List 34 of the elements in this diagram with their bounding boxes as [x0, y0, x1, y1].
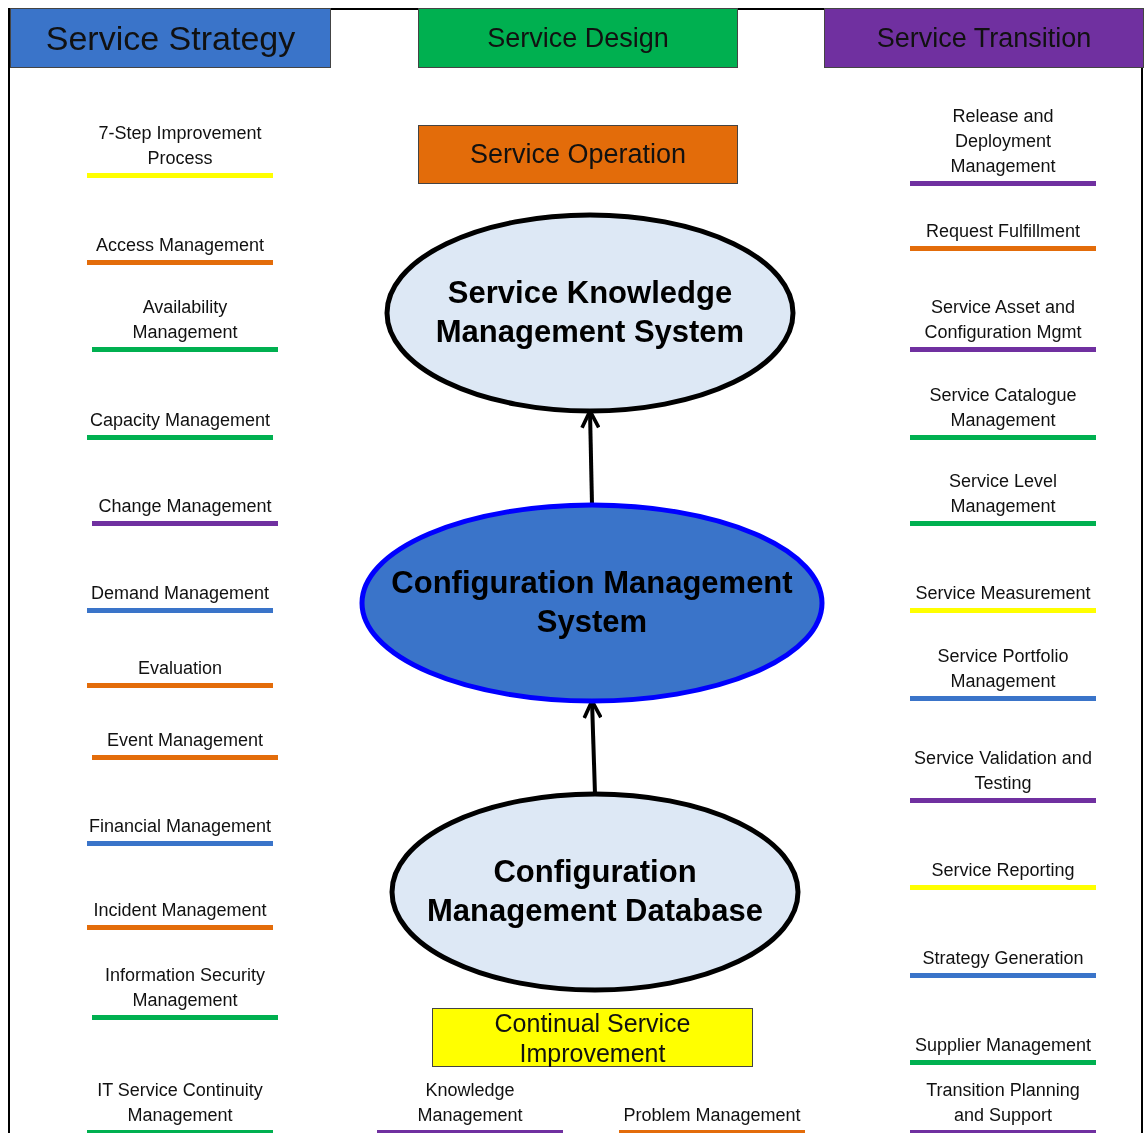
stage-header: Service Strategy [10, 8, 331, 68]
process-label: Problem Management [619, 1103, 805, 1133]
process-label: Service Catalogue Management [910, 383, 1096, 440]
process-label: Service Reporting [910, 858, 1096, 890]
process-label: Incident Management [87, 898, 273, 930]
process-label: Service Measurement [910, 581, 1096, 613]
process-label: Financial Management [87, 814, 273, 846]
process-label: Evaluation [87, 656, 273, 688]
stage-header: Continual Service Improvement [432, 1008, 753, 1067]
stage-header: Service Transition [824, 8, 1144, 68]
process-label: Supplier Management [910, 1033, 1096, 1065]
process-label: Information Security Management [92, 963, 278, 1020]
process-label: Request Fulfillment [910, 219, 1096, 251]
process-label: Service Level Management [910, 469, 1096, 526]
process-label: Service Asset and Configuration Mgmt [910, 295, 1096, 352]
stage-header: Service Operation [418, 125, 738, 184]
stage-header: Service Design [418, 8, 738, 68]
system-ellipse: Configuration Management Database [390, 792, 800, 992]
process-label: Transition Planning and Support [910, 1078, 1096, 1133]
process-label: Knowledge Management [377, 1078, 563, 1133]
process-label: 7-Step Improvement Process [87, 121, 273, 178]
process-label: Access Management [87, 233, 273, 265]
process-label: Demand Management [87, 581, 273, 613]
process-label: Release and Deployment Management [910, 104, 1096, 186]
process-label: Availability Management [92, 295, 278, 352]
process-label: Service Portfolio Management [910, 644, 1096, 701]
process-label: Change Management [92, 494, 278, 526]
process-label: Service Validation and Testing [910, 746, 1096, 803]
system-ellipse: Configuration Management System [360, 503, 824, 703]
process-label: Capacity Management [87, 408, 273, 440]
process-label: IT Service Continuity Management [87, 1078, 273, 1133]
process-label: Strategy Generation [910, 946, 1096, 978]
process-label: Event Management [92, 728, 278, 760]
system-ellipse: Service Knowledge Management System [385, 213, 795, 413]
